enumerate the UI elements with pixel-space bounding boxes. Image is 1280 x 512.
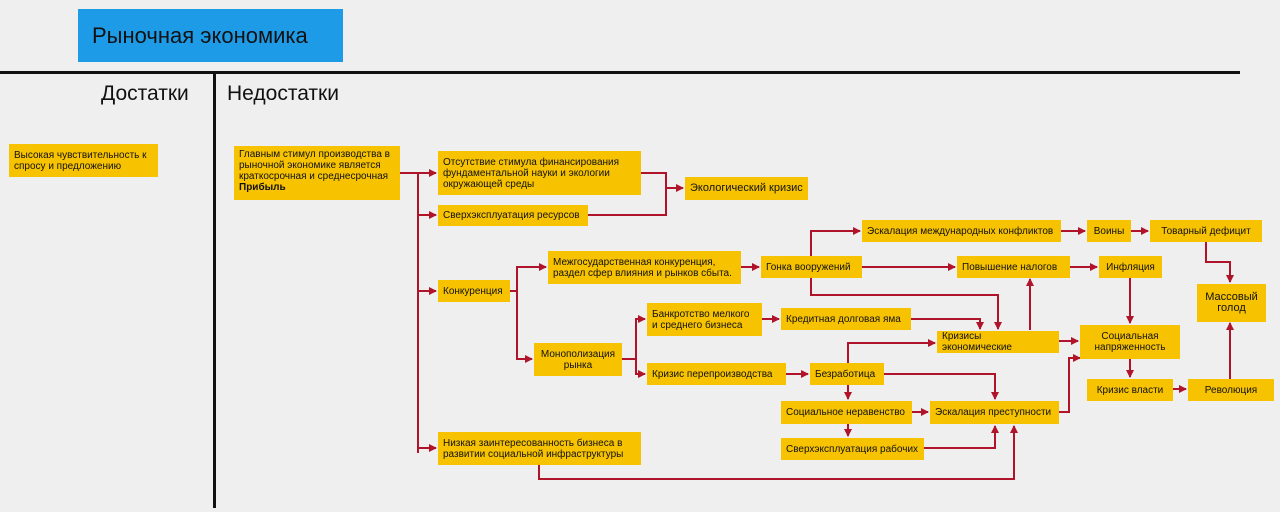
node-mass-hunger: Массовый голод [1197,284,1266,322]
node-no-funding: Отсутствие стимула финансирования фундам… [438,151,641,195]
node-wars: Воины [1087,220,1131,242]
node-stimulus: Главным стимул производства в рыночной э… [234,146,400,200]
edge-monopoly-bankruptcy [622,315,646,360]
node-arms-race: Гонка вооружений [761,256,862,278]
node-econ-crises: Кризисы экономические [937,331,1059,353]
node-monopoly: Монополизация рынка [534,343,622,376]
edge-competition-monopoly [510,290,533,363]
pros-heading: Достатки [101,82,189,105]
edge-arms-crises [810,278,1002,330]
node-overexploit-resources: Сверхэксплуатация ресурсов [438,205,588,226]
edge-workers-crime [924,425,999,449]
edge-unemployment-crime [884,373,999,400]
node-sensitivity: Высокая чувствительность к спросу и пред… [9,144,158,177]
node-inequality: Социальное неравенство [781,401,912,424]
node-interstate: Межгосударственная конкуренция, раздел с… [548,251,741,284]
node-deficit: Товарный дефицит [1150,220,1262,242]
edge-overexploit-eco [588,188,667,216]
edge-monopoly-overproduction [622,358,646,378]
edge-nofunding-eco [641,172,684,192]
edge-credit-crises [911,318,984,330]
node-power-crisis: Кризис власти [1087,379,1173,401]
edge-unemployment-crises [847,339,936,364]
page-title: Рыночная экономика [78,9,343,62]
node-overproduction: Кризис перепроизводства [647,363,786,385]
edge-arms-escalation [810,227,861,257]
node-crime: Эскалация преступности [930,401,1059,424]
edge-deficit-hunger [1205,242,1234,283]
node-social-tension: Социальная напряженность [1080,325,1180,359]
cons-heading: Недостатки [227,82,339,105]
edge-crime-tension [1059,354,1081,413]
node-revolution: Революция [1188,379,1274,401]
node-competition: Конкуренция [438,280,510,302]
node-unemployment: Безработица [810,363,884,385]
node-stimulus-text: Главным стимул производства в рыночной э… [239,149,390,182]
node-inflation: Инфляция [1099,256,1162,278]
node-eco-crisis: Экологический кризис [685,177,808,200]
vertical-divider [213,71,216,508]
node-bankruptcy: Банкротство мелкого и среднего бизнеса [647,303,762,336]
edge-lowinterest-crime [538,425,1018,480]
edge-competition-interstate [510,263,547,292]
edge-stimulus-trunk [400,172,419,453]
node-stimulus-bold: Прибыль [239,182,286,193]
node-low-interest: Низкая заинтересованность бизнеса в разв… [438,432,641,465]
node-escalation-conflicts: Эскалация международных конфликтов [862,220,1061,242]
horizontal-divider [0,71,1240,74]
node-overexploit-workers: Сверхэксплуатация рабочих [781,438,924,460]
node-taxes: Повышение налогов [957,256,1070,278]
node-credit-pit: Кредитная долговая яма [781,308,911,330]
